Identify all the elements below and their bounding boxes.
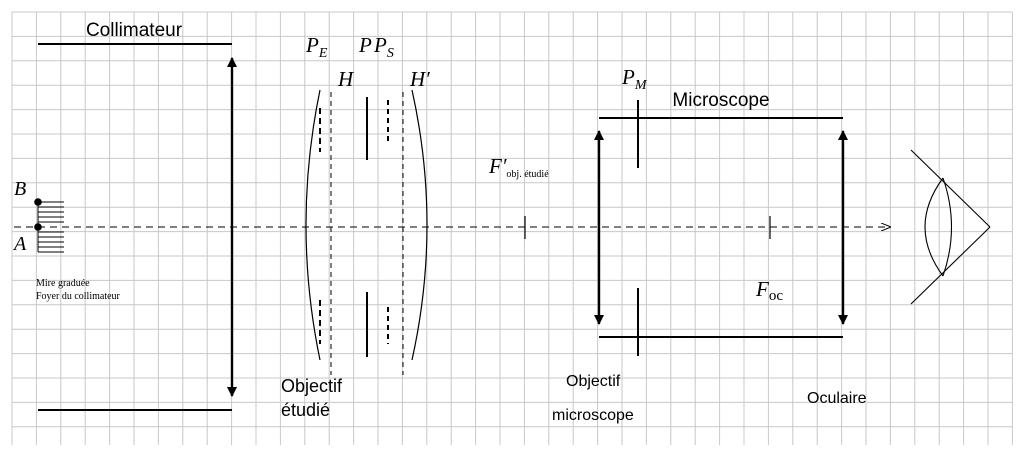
lens-back-surface [411, 89, 428, 361]
microscope-objective-caption-line1: Objectif [566, 373, 621, 390]
label-ps: PS [373, 33, 394, 61]
studied-objective: PE P PS H H′ Objectif étudié [281, 33, 430, 420]
point-b-label: B [14, 178, 26, 200]
label-p: P [358, 33, 372, 57]
microscope: Microscope PM Foc Objectif microscope Oc… [552, 65, 867, 424]
point-b-dot [34, 198, 42, 206]
collimator-title: Collimateur [86, 20, 183, 41]
point-a-dot [34, 223, 42, 231]
label-pe: PE [305, 33, 328, 61]
collimator: Collimateur B A Mire graduée Foyer du co… [12, 20, 237, 411]
background-grid [11, 11, 1013, 445]
target-caption-line2: Foyer du collimateur [36, 291, 121, 302]
eye-icon [910, 149, 991, 305]
microscope-title: Microscope [672, 90, 769, 111]
label-h: H [337, 67, 355, 91]
eyepiece-caption: Oculaire [807, 390, 867, 407]
focus-label: F′obj. étudié [488, 154, 549, 180]
graduated-target [37, 200, 64, 253]
lens-front-surface [305, 89, 321, 361]
label-h-prime: H′ [409, 67, 430, 91]
label-pm: PM [621, 65, 648, 93]
objective-caption-line1: Objectif [281, 376, 343, 396]
point-a-label: A [12, 233, 27, 255]
label-foc: Foc [755, 277, 783, 304]
microscope-objective-caption-line2: microscope [552, 407, 634, 424]
objective-caption-line2: étudié [281, 400, 330, 420]
target-caption-line1: Mire graduée [36, 278, 90, 289]
